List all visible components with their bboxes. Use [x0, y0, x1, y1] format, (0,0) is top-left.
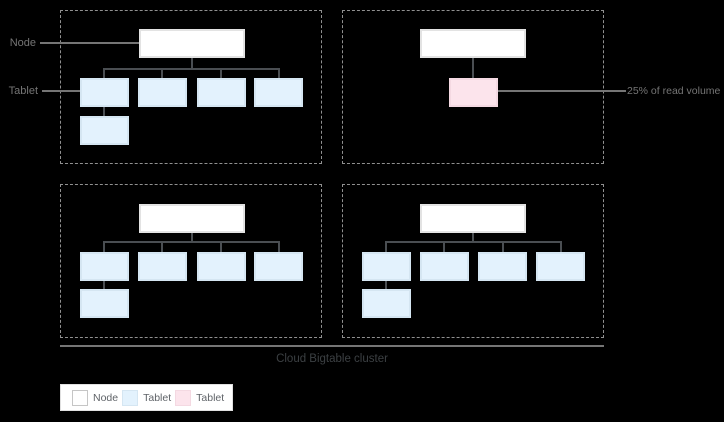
tablet-box [197, 252, 246, 281]
tablet-box [478, 252, 527, 281]
connector-line [103, 241, 105, 253]
node-group-outline-bottom-left [60, 184, 322, 338]
leader-line-read-volume [498, 90, 626, 92]
connector-line [385, 241, 387, 253]
legend-label: Tablet [143, 391, 172, 404]
read-volume-label: 25% of read volume [627, 85, 721, 97]
connector-line [191, 232, 193, 243]
hot-tablet-swatch [175, 389, 192, 406]
connector-line [103, 281, 105, 290]
tablet-box [254, 78, 303, 107]
cluster-underline [60, 345, 604, 347]
tablet-box [536, 252, 585, 281]
leader-line-tablet [42, 90, 80, 92]
node-box [139, 204, 245, 233]
tablet-box [362, 252, 411, 281]
node-group-outline-bottom-right [342, 184, 604, 338]
connector-line [103, 68, 105, 80]
connector-line [278, 241, 280, 253]
connector-line [103, 68, 280, 70]
hot-tablet-box [449, 78, 498, 107]
tablet-box [80, 252, 129, 281]
node-box [139, 29, 245, 58]
connector-line [385, 241, 562, 243]
node-label: Node [9, 37, 36, 49]
tablet-box [80, 116, 129, 145]
connector-line [443, 241, 445, 253]
tablet-box [420, 252, 469, 281]
connector-line [220, 241, 222, 253]
connector-line [191, 58, 193, 69]
node-group-outline-top-left [60, 10, 322, 164]
connector-line [278, 68, 280, 80]
tablet-box [138, 252, 187, 281]
legend-item-hot-tablet: Tablet [175, 389, 225, 406]
tablet-box [362, 289, 411, 318]
node-box [420, 29, 526, 58]
connector-line [472, 232, 474, 243]
connector-line [103, 107, 105, 117]
connector-line [220, 68, 222, 80]
node-swatch [72, 389, 88, 406]
tablet-label: Tablet [8, 85, 38, 97]
leader-line-node [40, 42, 139, 44]
connector-line [103, 241, 280, 243]
connector-line [385, 281, 387, 290]
legend-item-tablet: Tablet [122, 389, 172, 406]
connector-line [472, 58, 474, 79]
connector-line [560, 241, 562, 253]
cluster-caption: Cloud Bigtable cluster [276, 353, 388, 365]
connector-line [161, 241, 163, 253]
tablet-box [254, 252, 303, 281]
tablet-box [138, 78, 187, 107]
tablet-box [80, 289, 129, 318]
tablet-box [197, 78, 246, 107]
legend-item-node: Node [72, 389, 119, 406]
legend-label: Tablet [196, 391, 225, 404]
node-box [420, 204, 526, 233]
legend: Node Tablet Tablet [60, 384, 233, 411]
connector-line [161, 68, 163, 80]
connector-line [502, 241, 504, 253]
tablet-swatch [122, 389, 139, 406]
node-group-outline-top-right [342, 10, 604, 164]
tablet-box [80, 78, 129, 107]
legend-label: Node [93, 391, 119, 404]
